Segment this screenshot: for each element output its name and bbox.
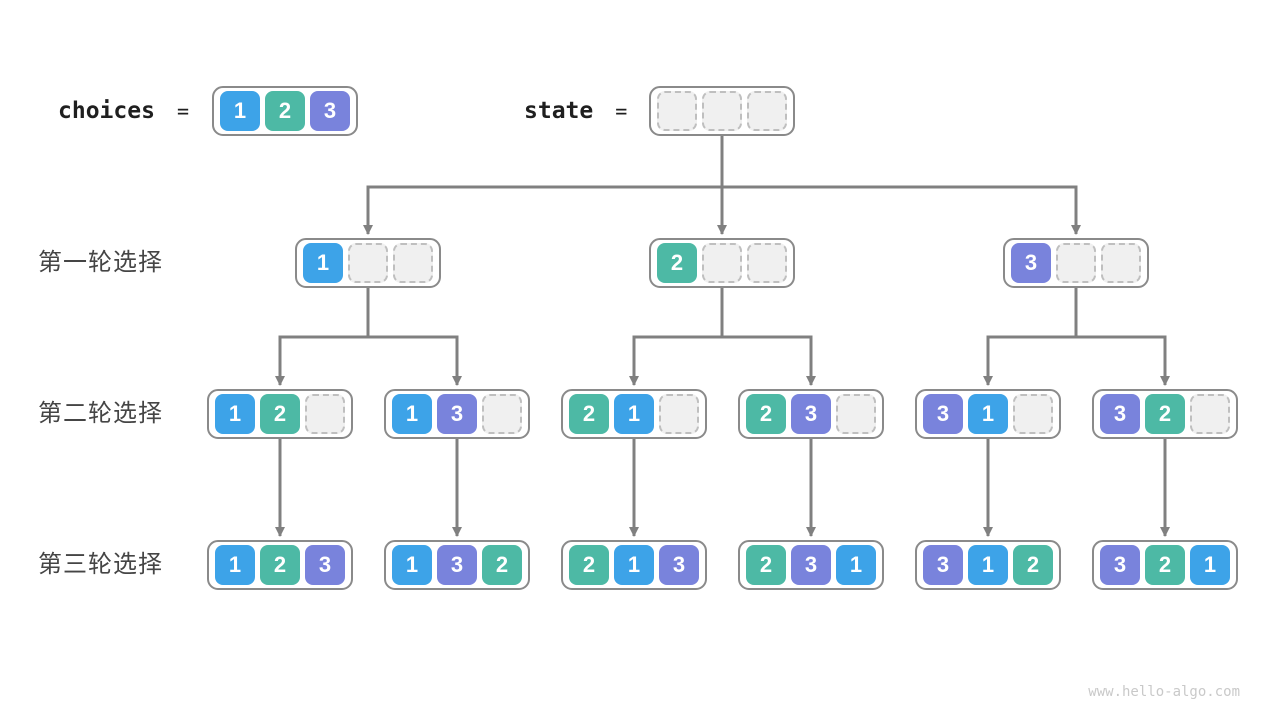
value-cell: 1 <box>303 243 343 283</box>
value-cell: 1 <box>614 394 654 434</box>
website-watermark: www.hello-algo.com <box>1088 684 1240 700</box>
value-cell: 2 <box>260 394 300 434</box>
value-cell: 3 <box>437 545 477 585</box>
empty-cell <box>482 394 522 434</box>
value-cell: 1 <box>836 545 876 585</box>
round-1-state-box: 1 <box>295 238 441 288</box>
value-cell: 2 <box>1013 545 1053 585</box>
value-cell: 3 <box>659 545 699 585</box>
empty-cell <box>657 91 697 131</box>
value-cell: 1 <box>392 545 432 585</box>
value-cell: 1 <box>1190 545 1230 585</box>
value-cell: 1 <box>968 394 1008 434</box>
value-cell: 1 <box>392 394 432 434</box>
empty-cell <box>1101 243 1141 283</box>
state-label: state <box>524 98 594 124</box>
value-cell: 3 <box>923 545 963 585</box>
empty-cell <box>747 91 787 131</box>
value-cell: 3 <box>437 394 477 434</box>
empty-cell <box>747 243 787 283</box>
value-cell: 2 <box>657 243 697 283</box>
value-cell: 1 <box>968 545 1008 585</box>
empty-cell <box>1190 394 1230 434</box>
state-array-box <box>649 86 795 136</box>
value-cell: 3 <box>791 394 831 434</box>
value-cell: 3 <box>305 545 345 585</box>
value-cell: 1 <box>614 545 654 585</box>
empty-cell <box>702 91 742 131</box>
round-3-label: 第三轮选择 <box>38 551 163 578</box>
state-equals-sign: = <box>615 99 628 123</box>
value-cell: 3 <box>791 545 831 585</box>
value-cell: 3 <box>1100 545 1140 585</box>
choices-label: choices <box>58 98 155 124</box>
round-1-state-box: 3 <box>1003 238 1149 288</box>
value-cell: 3 <box>1100 394 1140 434</box>
empty-cell <box>1056 243 1096 283</box>
empty-cell <box>702 243 742 283</box>
value-cell: 2 <box>1145 545 1185 585</box>
empty-cell <box>1013 394 1053 434</box>
value-cell: 2 <box>260 545 300 585</box>
value-cell: 1 <box>220 91 260 131</box>
value-cell: 2 <box>569 545 609 585</box>
value-cell: 2 <box>265 91 305 131</box>
value-cell: 3 <box>1011 243 1051 283</box>
empty-cell <box>348 243 388 283</box>
value-cell: 1 <box>215 545 255 585</box>
value-cell: 2 <box>1145 394 1185 434</box>
value-cell: 2 <box>746 394 786 434</box>
value-cell: 1 <box>215 394 255 434</box>
empty-cell <box>836 394 876 434</box>
choices-label-group: choices = <box>58 86 189 136</box>
empty-cell <box>659 394 699 434</box>
empty-cell <box>393 243 433 283</box>
round-1-state-box: 2 <box>649 238 795 288</box>
value-cell: 3 <box>310 91 350 131</box>
choices-equals-sign: = <box>176 99 189 123</box>
value-cell: 2 <box>569 394 609 434</box>
value-cell: 2 <box>746 545 786 585</box>
empty-cell <box>305 394 345 434</box>
value-cell: 3 <box>923 394 963 434</box>
value-cell: 2 <box>482 545 522 585</box>
state-label-group: state = <box>524 86 627 136</box>
round-2-label: 第二轮选择 <box>38 400 163 427</box>
round-1-label: 第一轮选择 <box>38 249 163 276</box>
